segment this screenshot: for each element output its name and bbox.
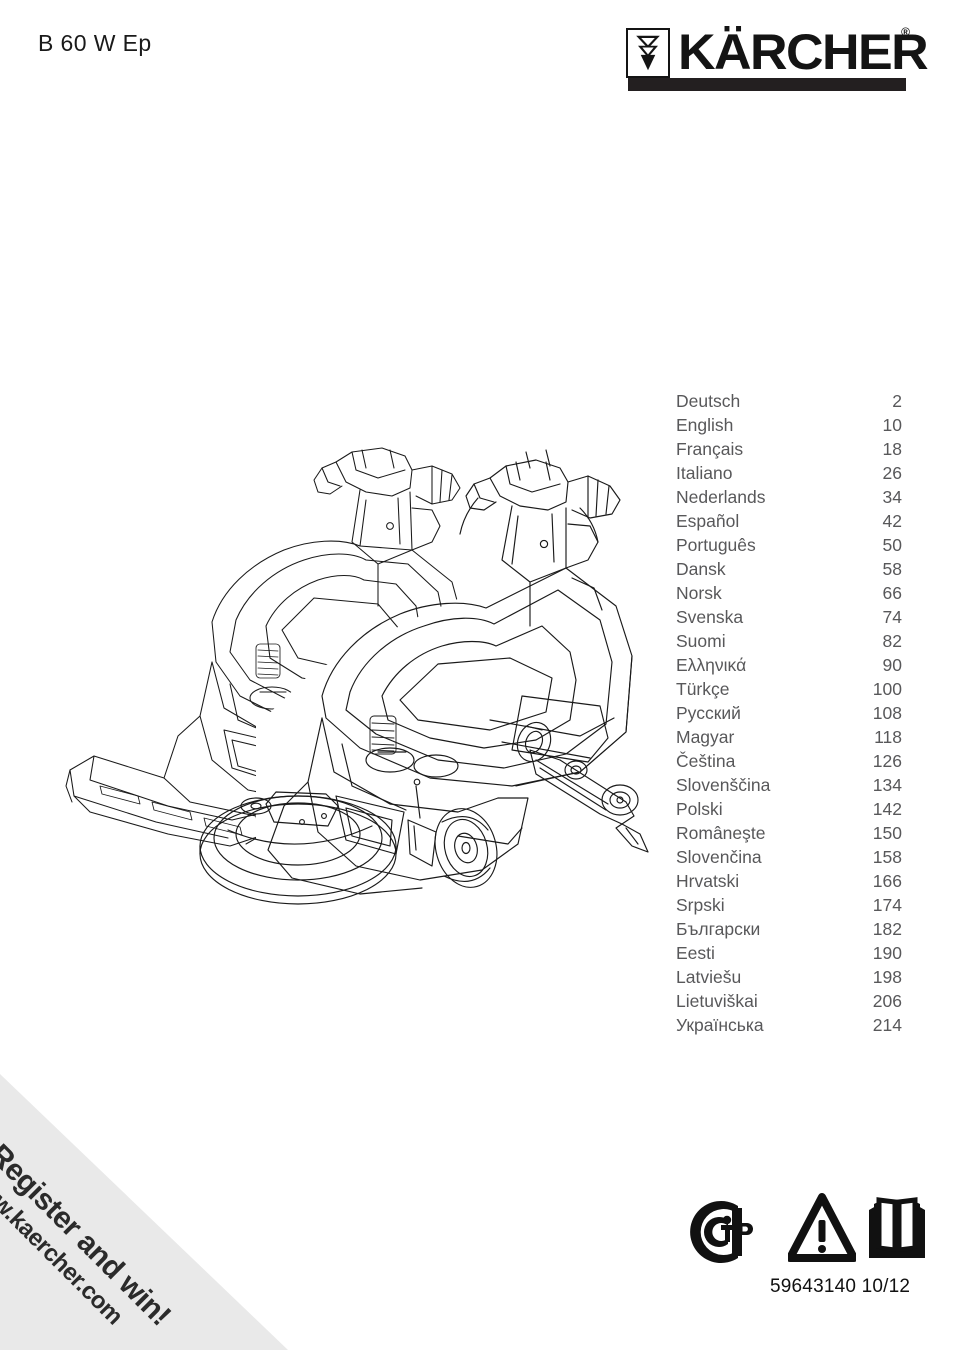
karcher-logo: KÄRCHER ®	[626, 25, 929, 92]
language-row[interactable]: Português 50	[640, 533, 906, 557]
language-page: 158	[872, 847, 902, 867]
language-name: Magyar	[676, 727, 735, 747]
language-name: Nederlands	[676, 487, 766, 507]
read-manual-book-icon	[866, 1192, 928, 1264]
language-row[interactable]: Deutsch 2	[640, 389, 906, 413]
language-page: 18	[882, 439, 902, 459]
language-row[interactable]: Lietuviškai 206	[640, 989, 906, 1013]
language-row[interactable]: Slovenščina 134	[640, 773, 906, 797]
language-page: 198	[872, 967, 902, 987]
language-page: 142	[872, 799, 902, 819]
language-page: 74	[882, 607, 902, 627]
language-row[interactable]: Ελληνικά 90	[640, 653, 906, 677]
language-row[interactable]: Dansk 58	[640, 557, 906, 581]
language-row[interactable]: Italiano 26	[640, 461, 906, 485]
language-page: 34	[882, 487, 902, 507]
language-row[interactable]: Nederlands 34	[640, 485, 906, 509]
warning-triangle-icon	[788, 1192, 856, 1264]
language-name: Srpski	[676, 895, 725, 915]
language-page: 108	[872, 703, 902, 723]
language-row[interactable]: Svenska 74	[640, 605, 906, 629]
language-page: 174	[872, 895, 902, 915]
language-name: Türkçe	[676, 679, 730, 699]
language-name: Português	[676, 535, 756, 555]
language-row[interactable]: Latviešu 198	[640, 965, 906, 989]
language-page: 26	[882, 463, 902, 483]
language-page: 190	[872, 943, 902, 963]
language-name: Dansk	[676, 559, 726, 579]
language-name: Slovenščina	[676, 775, 771, 795]
language-name: Româneşte	[676, 823, 766, 843]
language-row[interactable]: Polski 142	[640, 797, 906, 821]
language-row[interactable]: Srpski 174	[640, 893, 906, 917]
language-name: Norsk	[676, 583, 722, 603]
language-name: Български	[676, 919, 761, 939]
language-row[interactable]: Español 42	[640, 509, 906, 533]
language-row[interactable]: Româneşte 150	[640, 821, 906, 845]
language-page: 126	[872, 751, 902, 771]
language-row[interactable]: Slovenčina 158	[640, 845, 906, 869]
language-index: Deutsch 2 English 10 Français 18 Italian…	[640, 389, 906, 1037]
language-row[interactable]: Eesti 190	[640, 941, 906, 965]
language-name: Svenska	[676, 607, 744, 627]
language-name: Français	[676, 439, 744, 459]
language-row[interactable]: English 10	[640, 413, 906, 437]
language-name: Italiano	[676, 463, 733, 483]
language-page: 10	[882, 415, 902, 435]
karcher-chevron-mark-icon	[626, 28, 670, 78]
language-row[interactable]: Čeština 126	[640, 749, 906, 773]
language-row[interactable]: Français 18	[640, 437, 906, 461]
language-page: 50	[882, 535, 902, 555]
register-and-win-banner[interactable]: Register and win! www.kaercher.com	[0, 1074, 288, 1350]
language-page: 66	[882, 583, 902, 603]
language-page: 100	[872, 679, 902, 699]
language-name: Українська	[676, 1015, 764, 1035]
language-row[interactable]: Русский 108	[640, 701, 906, 725]
product-illustration	[60, 430, 680, 920]
language-page: 58	[882, 559, 902, 579]
language-row[interactable]: Türkçe 100	[640, 677, 906, 701]
language-page: 214	[872, 1015, 902, 1035]
language-page: 118	[874, 727, 902, 747]
language-page: 182	[872, 919, 902, 939]
language-name: Suomi	[676, 631, 726, 651]
language-name: Ελληνικά	[676, 655, 747, 675]
document-number: 59643140 10/12	[770, 1276, 911, 1297]
language-row[interactable]: Suomi 82	[640, 629, 906, 653]
language-page: 166	[872, 871, 902, 891]
registered-trademark-symbol: ®	[901, 25, 910, 39]
language-name: Español	[676, 511, 740, 531]
language-name: Latviešu	[676, 967, 742, 987]
language-row[interactable]: Български 182	[640, 917, 906, 941]
machine-right	[199, 449, 660, 906]
language-page: 150	[872, 823, 902, 843]
language-page: 90	[882, 655, 902, 675]
language-row[interactable]: Українська 214	[640, 1013, 906, 1037]
language-name: Hrvatski	[676, 871, 740, 891]
language-name: Deutsch	[676, 391, 741, 411]
brand-underline-bar	[628, 78, 906, 91]
language-name: Lietuviškai	[676, 991, 758, 1011]
language-row[interactable]: Magyar 118	[640, 725, 906, 749]
page-title: B 60 W Ep	[38, 30, 152, 56]
language-name: Slovenčina	[676, 847, 762, 867]
footer-symbols: 59643140 10/12	[676, 1192, 926, 1310]
language-row[interactable]: Hrvatski 166	[640, 869, 906, 893]
language-page: 206	[872, 991, 902, 1011]
brand-wordmark: KÄRCHER	[678, 24, 929, 80]
gost-r-certification-icon	[676, 1192, 758, 1272]
language-page: 42	[882, 511, 902, 531]
language-row[interactable]: Norsk 66	[640, 581, 906, 605]
language-page: 82	[882, 631, 902, 651]
language-page: 2	[892, 391, 902, 411]
language-page: 134	[872, 775, 902, 795]
language-name: Eesti	[676, 943, 715, 963]
language-name: English	[676, 415, 734, 435]
language-name: Čeština	[676, 751, 736, 771]
language-name: Polski	[676, 799, 723, 819]
language-name: Русский	[676, 703, 741, 723]
